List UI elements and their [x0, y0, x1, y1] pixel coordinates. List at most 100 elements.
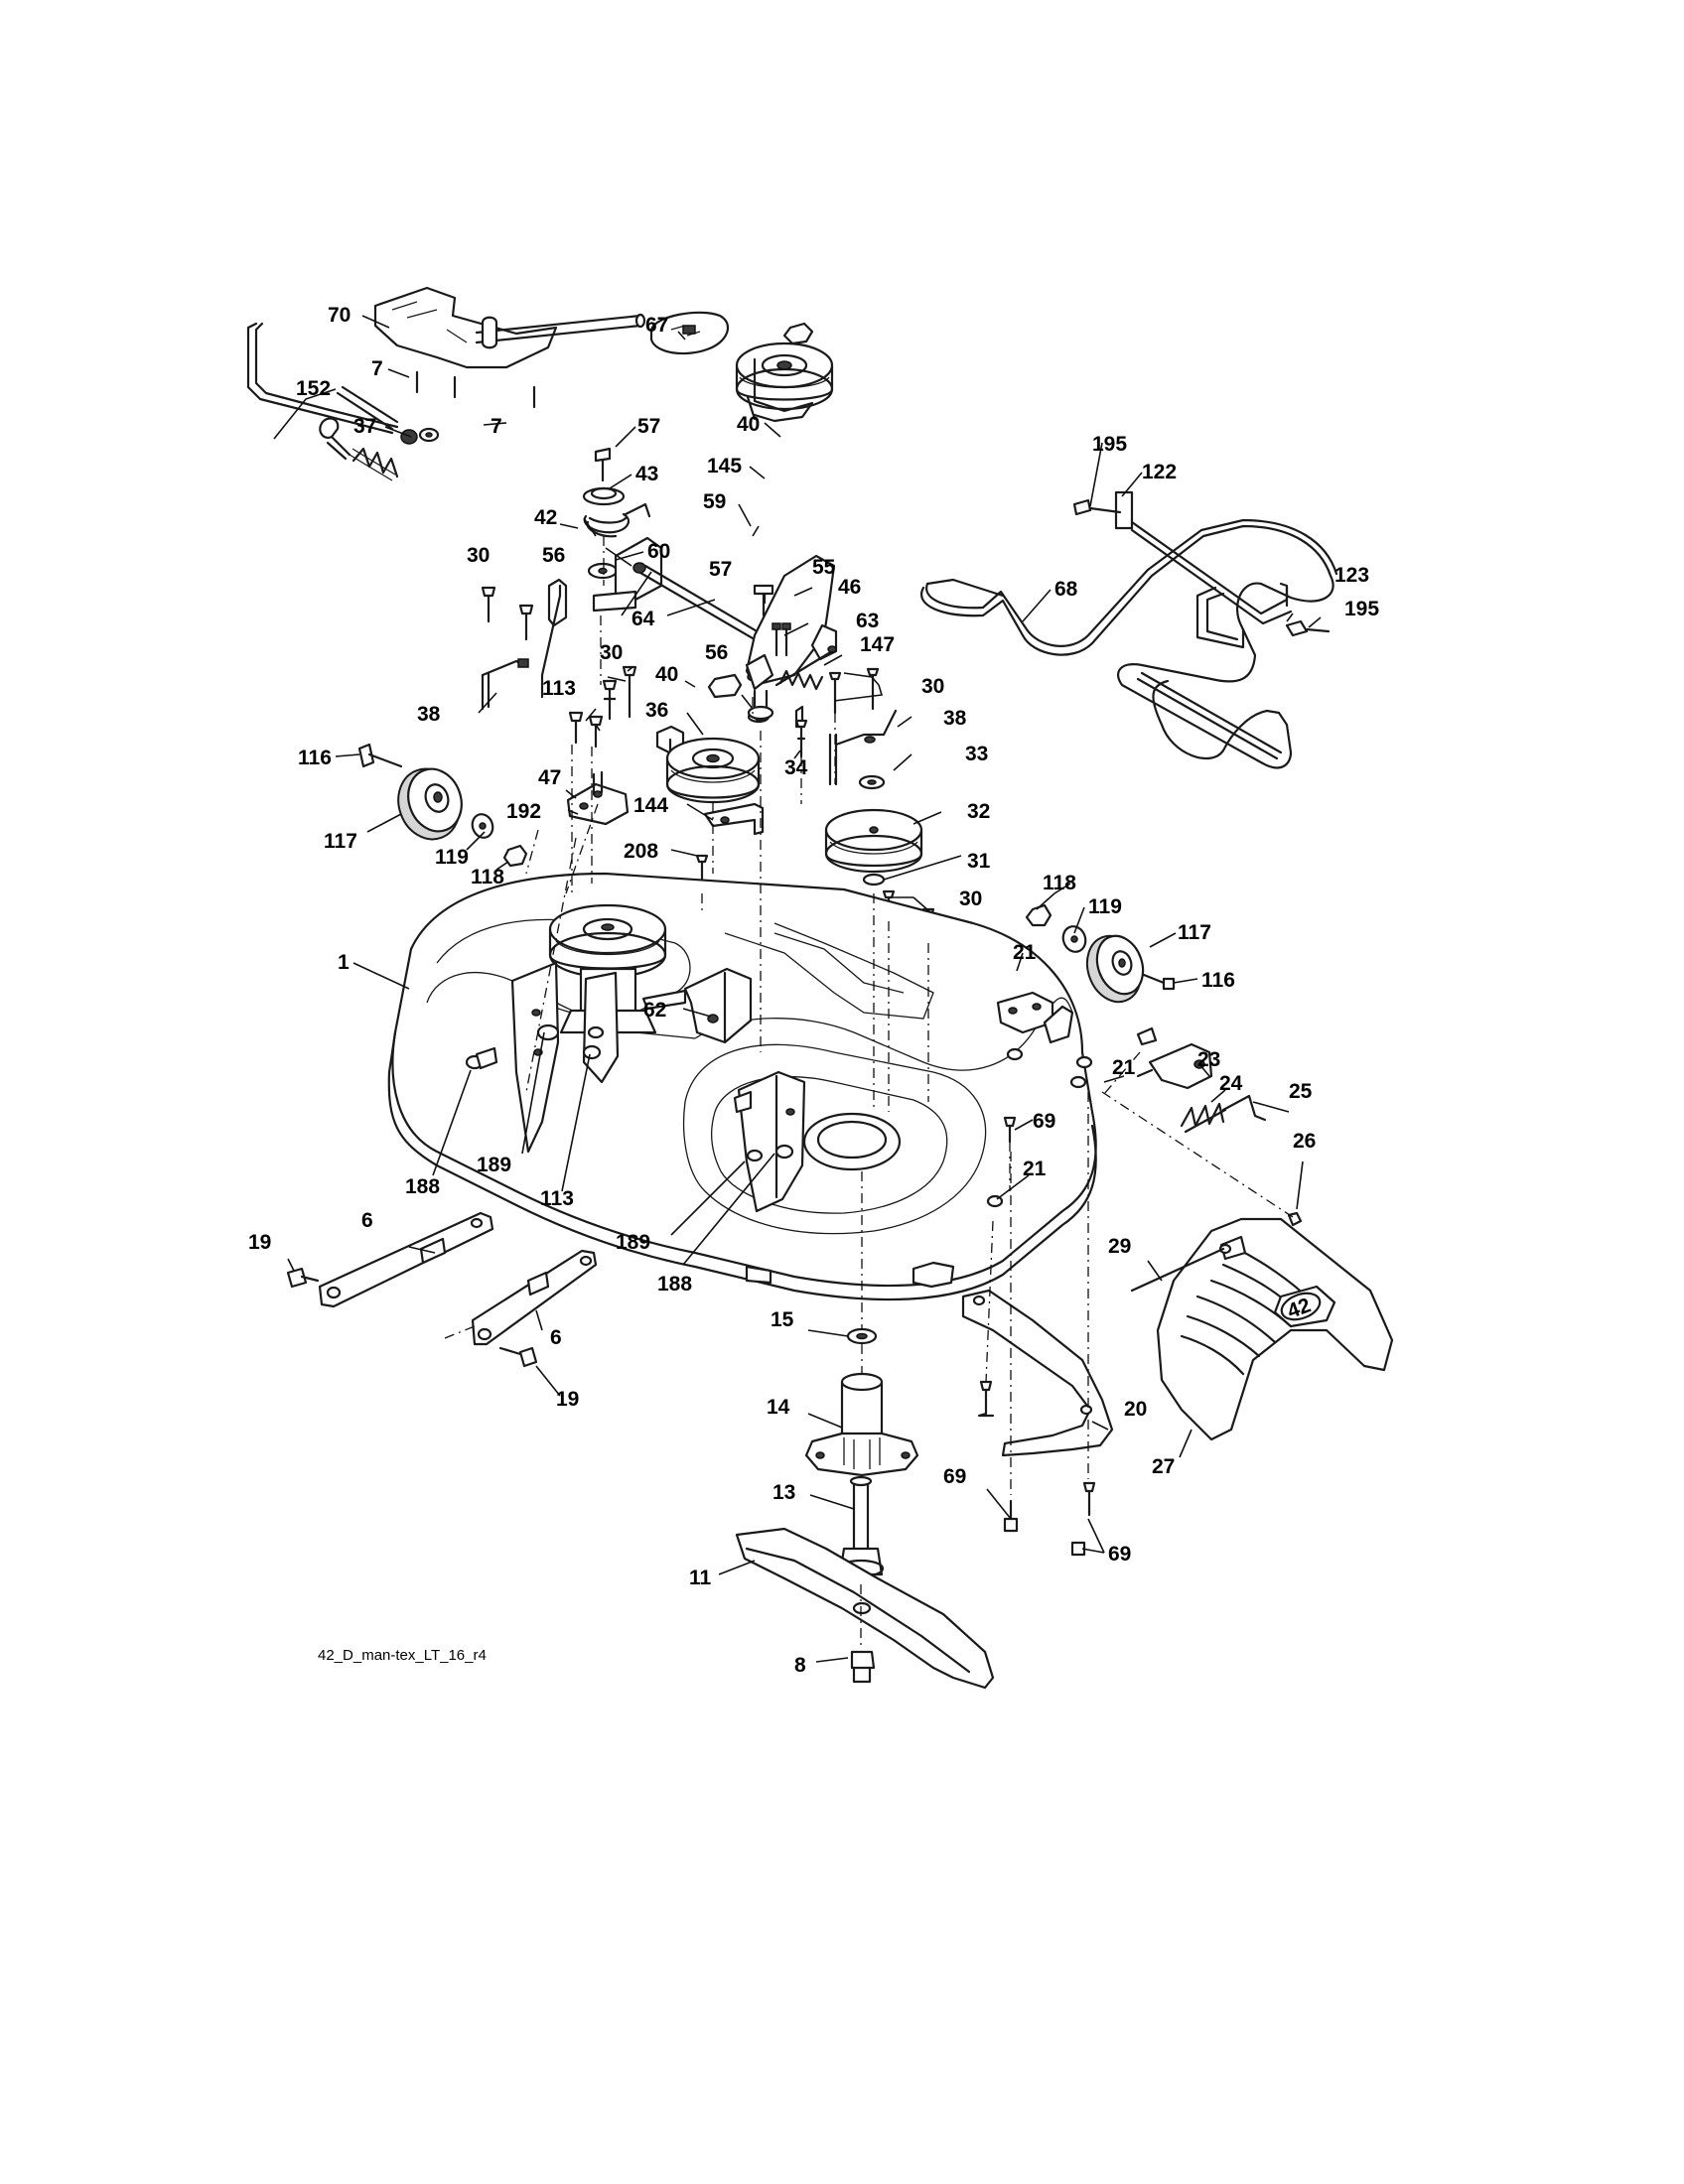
- callout-60: 60: [647, 540, 670, 563]
- callout-70: 70: [328, 304, 351, 327]
- callout-31: 31: [967, 850, 991, 873]
- callout-labels: 70 67 7 152 37 7 57 40 145 195 122 43 59…: [248, 304, 1379, 1677]
- callout-leaders: [273, 315, 1322, 1663]
- callout-19: 19: [556, 1388, 579, 1411]
- callout-21: 21: [1013, 941, 1037, 964]
- assembly-lines: [444, 536, 1294, 1648]
- callout-116: 116: [298, 747, 332, 769]
- callout-144: 144: [633, 794, 668, 817]
- callout-188: 188: [405, 1175, 440, 1198]
- callout-25: 25: [1289, 1080, 1313, 1103]
- callout-23: 23: [1197, 1048, 1220, 1071]
- idler-assembly-upper: [582, 322, 838, 729]
- callout-7: 7: [371, 357, 383, 380]
- callout-24: 24: [1219, 1072, 1243, 1095]
- discharge-chute: [1130, 1217, 1394, 1441]
- callout-117: 117: [1178, 921, 1211, 944]
- callout-34: 34: [784, 756, 808, 779]
- callout-145: 145: [707, 455, 742, 478]
- callout-69: 69: [943, 1465, 966, 1488]
- baffle: [961, 1289, 1114, 1457]
- callout-67: 67: [645, 314, 668, 337]
- cutting-blade: [735, 1527, 995, 1690]
- callout-6: 6: [550, 1326, 562, 1349]
- callout-63: 63: [856, 610, 879, 632]
- deck-lift-linkage: [246, 286, 730, 481]
- callout-7: 7: [491, 415, 502, 438]
- callout-32: 32: [967, 800, 990, 823]
- callout-117: 117: [324, 830, 357, 853]
- callout-188: 188: [657, 1273, 692, 1296]
- callout-147: 147: [860, 633, 895, 656]
- callout-21: 21: [1023, 1158, 1047, 1180]
- belt-guides: [1072, 490, 1331, 649]
- callout-1: 1: [338, 951, 350, 974]
- left-idler-pulley: [566, 689, 774, 836]
- callout-208: 208: [624, 840, 658, 863]
- left-bolts-and-rod: [481, 578, 637, 749]
- callout-40: 40: [655, 663, 678, 686]
- callout-40: 40: [737, 413, 760, 436]
- callout-69: 69: [1108, 1543, 1131, 1566]
- callout-13: 13: [772, 1481, 795, 1504]
- callout-55: 55: [812, 556, 836, 579]
- callout-68: 68: [1054, 578, 1078, 601]
- callout-189: 189: [616, 1231, 650, 1254]
- callout-19: 19: [248, 1231, 271, 1254]
- chute-logo: 42: [1280, 1292, 1322, 1323]
- callout-116: 116: [1201, 969, 1235, 992]
- callout-20: 20: [1124, 1398, 1147, 1421]
- deck-left-spindle-pulley: [465, 903, 667, 1154]
- hanger-brackets: [286, 1211, 598, 1368]
- callout-62: 62: [643, 999, 666, 1022]
- callout-6: 6: [361, 1209, 373, 1232]
- callout-56: 56: [542, 544, 565, 567]
- callout-119: 119: [1088, 895, 1122, 918]
- callout-30: 30: [959, 887, 982, 910]
- callout-59: 59: [703, 490, 726, 513]
- drive-belt: [920, 518, 1338, 769]
- callout-30: 30: [600, 641, 623, 664]
- callout-11: 11: [689, 1567, 712, 1589]
- deflector-hinge-parts: [1136, 1026, 1303, 1227]
- callout-113: 113: [540, 1187, 574, 1210]
- callout-15: 15: [771, 1308, 794, 1331]
- callout-26: 26: [1293, 1130, 1316, 1153]
- callout-118: 118: [471, 866, 504, 888]
- callout-27: 27: [1152, 1455, 1175, 1478]
- callout-38: 38: [943, 707, 967, 730]
- callout-69: 69: [1033, 1110, 1055, 1133]
- callout-64: 64: [632, 608, 655, 630]
- callout-152: 152: [296, 377, 331, 400]
- callout-189: 189: [477, 1154, 511, 1176]
- callout-113: 113: [542, 677, 576, 700]
- center-spindle-pulley: [695, 667, 935, 945]
- left-gauge-wheel: [357, 743, 528, 868]
- callout-57: 57: [709, 558, 732, 581]
- right-gauge-wheel: [1025, 903, 1176, 1004]
- callout-118: 118: [1043, 872, 1076, 894]
- callout-195: 195: [1092, 433, 1127, 456]
- callout-30: 30: [921, 675, 944, 698]
- callout-57: 57: [637, 415, 660, 438]
- callout-21: 21: [1112, 1056, 1136, 1079]
- callout-122: 122: [1142, 461, 1177, 483]
- bolts-69-lower: [977, 1380, 1096, 1557]
- callout-56: 56: [705, 641, 728, 664]
- callout-30: 30: [467, 544, 490, 567]
- callout-46: 46: [838, 576, 861, 599]
- callout-33: 33: [965, 743, 988, 765]
- mower-deck-shell: [387, 872, 1097, 1301]
- callout-192: 192: [506, 800, 541, 823]
- callout-119: 119: [435, 846, 469, 869]
- callout-14: 14: [767, 1396, 790, 1419]
- callout-36: 36: [645, 699, 668, 722]
- diagram-code: 42_D_man-tex_LT_16_r4: [318, 1647, 487, 1664]
- spindle-assembly: [804, 1327, 919, 1578]
- callout-8: 8: [794, 1654, 806, 1677]
- callout-195: 195: [1344, 598, 1379, 620]
- bolt-69-upper: [1003, 1116, 1017, 1144]
- callout-37: 37: [353, 415, 376, 438]
- callout-29: 29: [1108, 1235, 1131, 1258]
